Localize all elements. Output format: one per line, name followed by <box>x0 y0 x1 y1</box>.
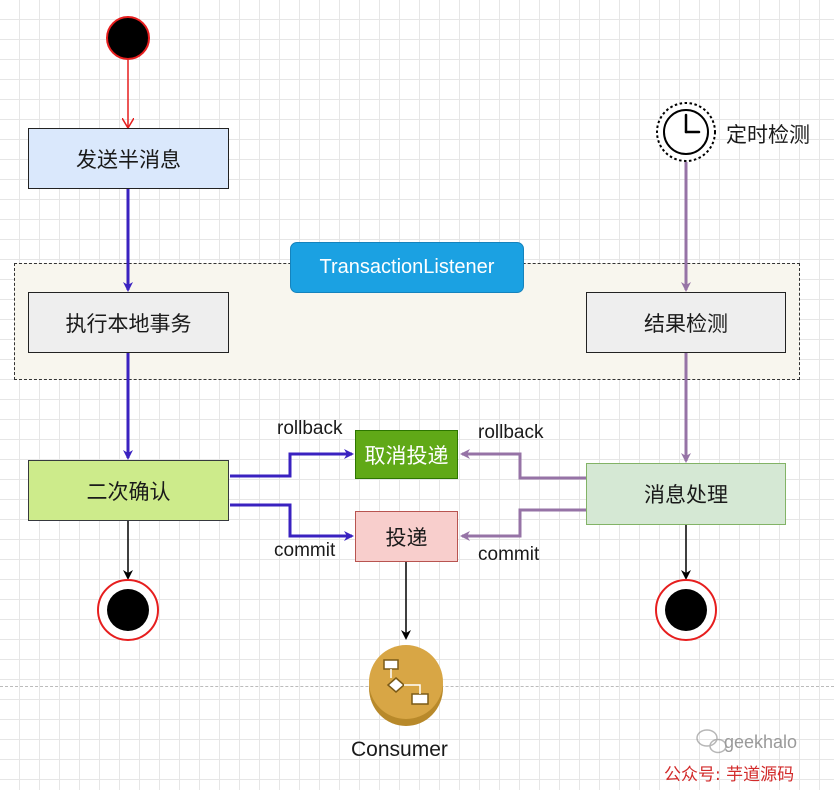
watermark-account: 公众号: 芋道源码 <box>664 765 795 785</box>
end-node-left <box>97 579 159 641</box>
edge-confirm-rollback <box>230 449 354 478</box>
message-process-node: 消息处理 <box>586 463 786 525</box>
consumer-label: Consumer <box>351 738 448 761</box>
deliver-node: 投递 <box>355 511 458 562</box>
edge-confirm-commit <box>230 503 354 541</box>
cancel-delivery-node: 取消投递 <box>355 430 458 479</box>
edge-label-commit-right: commit <box>478 544 540 565</box>
send-half-message-node: 发送半消息 <box>28 128 229 189</box>
edge-label-rollback-left: rollback <box>277 418 343 439</box>
edge-process-commit <box>460 508 586 541</box>
edge-process-rollback <box>460 449 586 480</box>
transaction-listener-label: TransactionListener <box>290 242 524 293</box>
second-confirm-node: 二次确认 <box>28 460 229 521</box>
end-node-right <box>655 579 717 641</box>
result-check-node: 结果检测 <box>586 292 786 353</box>
start-node <box>106 16 150 60</box>
wechat-logo-icon <box>696 729 727 754</box>
execute-local-transaction-node: 执行本地事务 <box>28 292 229 353</box>
edge-label-rollback-right: rollback <box>478 422 544 443</box>
watermark-handle: geekhalo <box>724 732 798 752</box>
consumer-workflow-icon <box>369 645 443 726</box>
timer-label: 定时检测 <box>726 123 810 147</box>
timer-clock-icon <box>656 102 716 162</box>
edge-label-commit-left: commit <box>274 540 336 561</box>
